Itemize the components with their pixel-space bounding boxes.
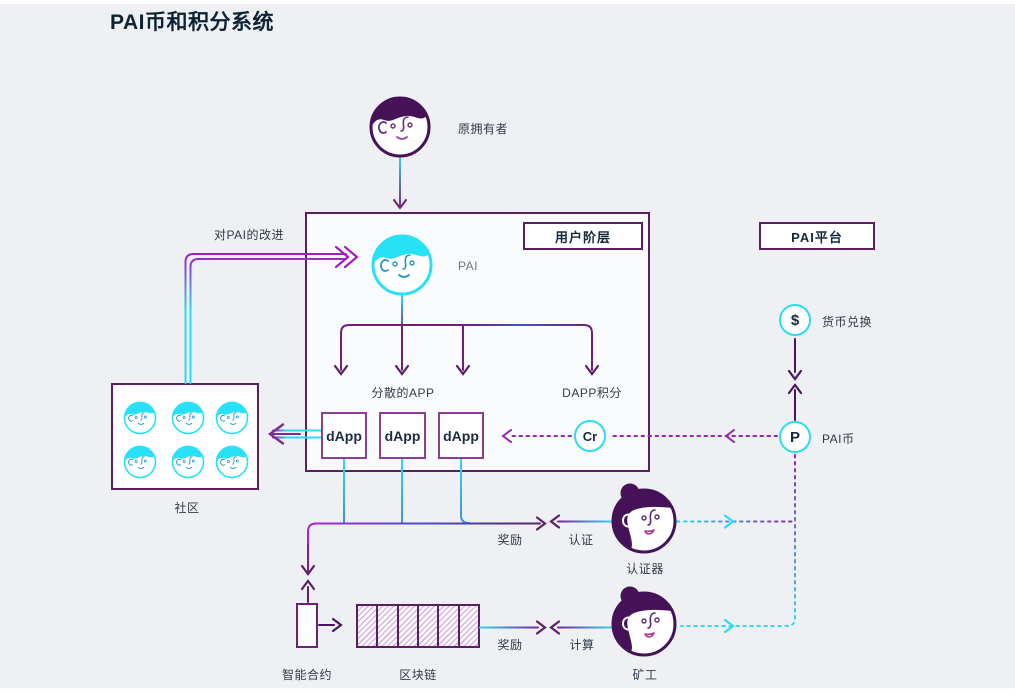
blockchain-block	[358, 606, 379, 646]
top-strip	[0, 0, 1015, 4]
page-title: PAI币和积分系统	[110, 11, 274, 34]
blockchain-block	[459, 606, 478, 646]
miner-avatar	[611, 585, 676, 656]
smart-contract-box	[296, 603, 318, 648]
pai-coin-label: PAI币	[822, 432, 855, 446]
pai-platform-label: PAI平台	[791, 229, 843, 245]
community-avatar	[216, 402, 248, 434]
pai-label: PAI	[458, 259, 478, 273]
connector-computation	[479, 620, 614, 635]
improvement-label: 对PAI的改进	[214, 228, 284, 242]
pai-avatar	[372, 235, 431, 294]
dapp-box-2: dApp	[379, 412, 426, 459]
blockchain-block	[439, 606, 460, 646]
owner-label: 原拥有者	[458, 122, 509, 136]
dapp-label: dApp	[443, 427, 479, 444]
connector-owner-to-pai	[393, 157, 407, 210]
dapp-label: dApp	[384, 427, 421, 444]
dapp-label: dApp	[326, 427, 362, 444]
dollar-badge: $	[779, 304, 811, 336]
reward-authenticator-label: 奖励	[497, 533, 523, 547]
reward-miner-label: 奖励	[497, 638, 523, 652]
blockchain-block	[418, 606, 440, 646]
connector-exchange	[787, 338, 803, 421]
pai-platform-box: PAI平台	[759, 222, 875, 250]
connector-earners-to-pai-coin	[676, 454, 796, 634]
authenticator-label: 认证器	[626, 562, 664, 576]
decentralized-apps-label: 分散的APP	[371, 386, 435, 400]
community-avatar	[124, 446, 156, 478]
community-avatar	[172, 446, 204, 478]
pai-coin-badge: P	[779, 421, 811, 453]
blockchain-box	[356, 604, 480, 648]
dapp-box-1: dApp	[321, 412, 367, 459]
connector-contract-to-blockchain	[318, 617, 343, 633]
user-tier-label: 用户阶层	[554, 229, 611, 245]
connector-pai-branches	[333, 295, 600, 376]
dapp-box-3: dApp	[438, 412, 484, 459]
connector-pai-coin-to-credits	[501, 429, 778, 443]
connector-authentication	[549, 514, 614, 529]
community-avatar	[172, 402, 204, 434]
dapp-points-label: DAPP积分	[562, 386, 622, 400]
blockchain-block	[398, 606, 419, 646]
credit-badge: Cr	[574, 420, 606, 452]
blockchain-label: 区块链	[399, 668, 437, 682]
miner-label: 矿工	[632, 668, 658, 682]
user-tier-box: 用户阶层	[523, 222, 643, 250]
dollar-icon: $	[790, 311, 800, 329]
authentication-label: 认证	[568, 533, 594, 547]
pai-coin-symbol: P	[789, 428, 800, 446]
community-avatar	[124, 402, 156, 434]
owner-avatar	[370, 97, 429, 156]
currency-exchange-label: 货币兑换	[822, 315, 873, 329]
connector-dapps-to-community	[267, 423, 323, 445]
smart-contract-label: 智能合约	[281, 668, 332, 682]
connector-dapps-to-chain	[300, 458, 547, 603]
blockchain-block	[378, 606, 399, 646]
authenticator-avatar	[611, 482, 676, 553]
community-avatar	[216, 446, 248, 478]
bottom-strip	[0, 688, 1015, 694]
community-label: 社区	[174, 501, 200, 515]
connector-improvement-to-pai	[184, 245, 359, 384]
computation-label: 计算	[569, 638, 595, 652]
credit-symbol: Cr	[582, 428, 598, 444]
